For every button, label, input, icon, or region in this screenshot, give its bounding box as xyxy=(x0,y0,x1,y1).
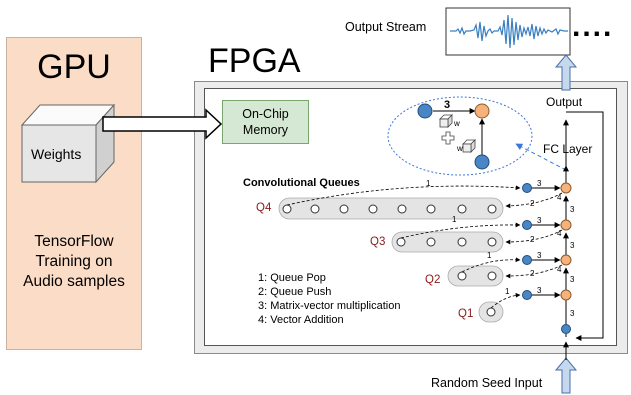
matrix-cube-icon xyxy=(439,114,453,128)
legend-item: 3: Matrix-vector multiplication xyxy=(258,300,401,312)
fc-layer-label: FC Layer xyxy=(543,142,593,156)
fpga-title: FPGA xyxy=(208,42,301,80)
output-stream-label: Output Stream xyxy=(345,20,427,34)
matrix-cube-icon-2 xyxy=(462,139,476,153)
q4-slot xyxy=(426,204,436,214)
legend-item: 1: Queue Pop xyxy=(258,272,326,284)
edge-label-pop: 1 xyxy=(487,251,492,260)
edge-label-pop: 1 xyxy=(505,287,510,296)
queue-q1-label: Q1 xyxy=(458,308,474,320)
zoom-label-w2: w xyxy=(456,144,463,153)
edge-label-add: 4 xyxy=(557,229,562,238)
zoom-pointer xyxy=(515,143,567,171)
weights-transfer-arrow xyxy=(102,108,223,140)
q4-slot xyxy=(487,204,497,214)
edge-label-mvm: 3 xyxy=(537,251,542,260)
gpu-title: GPU xyxy=(37,48,111,86)
seed-node xyxy=(561,324,571,334)
edge-label-mvm: 3 xyxy=(570,309,575,318)
q4-slot xyxy=(310,204,320,214)
edge-label-add: 4 xyxy=(557,265,562,274)
edge-label-mvm: 3 xyxy=(537,179,542,188)
queue-q2-label: Q2 xyxy=(425,274,441,286)
edge-label-add: 4 xyxy=(557,193,562,202)
edge-label-mvm: 3 xyxy=(570,241,575,250)
zoom-blue-node-lower xyxy=(474,154,490,170)
layer-2 xyxy=(461,254,572,279)
q4-slot xyxy=(397,204,407,214)
edge-label-mvm: 3 xyxy=(570,205,575,214)
q4-slot xyxy=(339,204,349,214)
tensorflow-training-text: TensorFlow Training on Audio samples xyxy=(23,233,125,290)
queue-q4 xyxy=(278,197,504,220)
zoom-orange-node xyxy=(474,103,490,119)
layer-4 xyxy=(286,182,572,209)
queue-q3-label: Q3 xyxy=(370,236,386,248)
output-up-arrow xyxy=(554,54,578,91)
queue-q2 xyxy=(447,265,504,287)
legend-item: 4: Vector Addition xyxy=(258,314,344,326)
output-stream-ellipsis: .... xyxy=(572,10,614,43)
q4-slot xyxy=(368,204,378,214)
legend-item: 2: Queue Push xyxy=(258,286,332,298)
weights-cube-icon xyxy=(20,103,116,184)
plus-icon xyxy=(441,131,455,145)
random-seed-input-label: Random Seed Input xyxy=(431,376,543,390)
output-label: Output xyxy=(546,95,583,109)
edge-label-push: 2 xyxy=(530,269,535,278)
zoom-label-w1: w xyxy=(453,119,460,128)
edge-label-mvm: 3 xyxy=(537,216,542,225)
gpu-panel xyxy=(6,37,142,350)
q1-slot xyxy=(486,307,496,317)
edge-label-mvm: 3 xyxy=(570,275,575,284)
queue-q4-label: Q4 xyxy=(256,202,272,214)
queue-q3 xyxy=(391,231,504,253)
q4-slot xyxy=(457,204,467,214)
waveform xyxy=(450,14,568,49)
edge-label-push: 2 xyxy=(530,199,535,208)
q3-slot xyxy=(487,237,497,247)
zoom-ellipse xyxy=(387,96,533,176)
edge-label-pop: 1 xyxy=(452,215,457,224)
edge-label-pop: 1 xyxy=(426,179,431,188)
zoom-label-3: 3 xyxy=(444,99,450,111)
edge-label-mvm: 3 xyxy=(537,286,542,295)
q3-slot xyxy=(396,237,406,247)
q2-slot xyxy=(457,271,467,281)
edge-label-push: 2 xyxy=(530,235,535,244)
q3-slot xyxy=(457,237,467,247)
on-chip-memory-box: On-Chip Memory xyxy=(222,100,309,144)
layer-3 xyxy=(400,219,572,245)
convolutional-queues-label: Convolutional Queues xyxy=(243,177,360,189)
q4-slot xyxy=(282,204,292,214)
q2-slot xyxy=(487,271,497,281)
weights-label: Weights xyxy=(31,146,82,162)
q3-slot xyxy=(426,237,436,247)
layer-1 xyxy=(490,289,572,309)
zoom-blue-node xyxy=(417,103,433,119)
random-seed-up-arrow xyxy=(554,357,578,394)
